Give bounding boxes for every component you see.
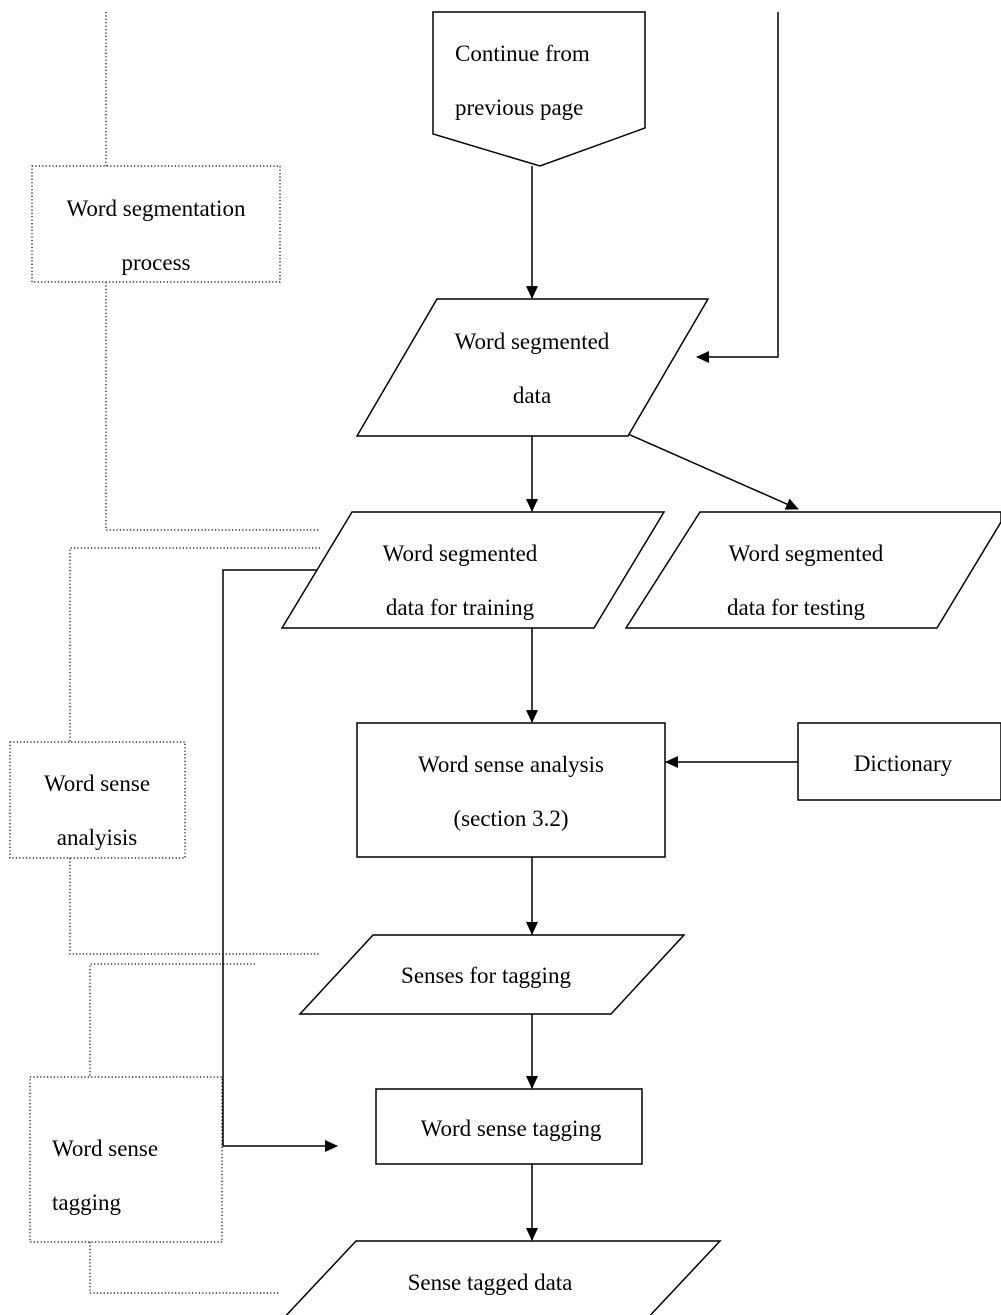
segmentation-phase-label-line2: process (122, 250, 191, 275)
connectors (222, 12, 799, 1241)
sense-tagged-data-label: Sense tagged data (408, 1270, 573, 1295)
continue-from-previous-page-connector: Continue from previous page (432, 11, 646, 167)
arrow-external-to-segmented (696, 12, 779, 363)
segmented-data-label-line2: data (513, 383, 551, 408)
training-data-label-line2: data for training (386, 595, 535, 620)
tagging-guide-top (89, 963, 255, 1077)
tagging-process-label: Word sense tagging (421, 1116, 602, 1141)
sense-tagged-data-node: Sense tagged data (285, 1240, 722, 1315)
analysis-process-label-line2: (section 3.2) (454, 806, 569, 831)
word-sense-analysis-process: Word sense analysis (section 3.2) (356, 722, 666, 858)
tagging-phase-label-line1: Word sense (52, 1136, 158, 1161)
senses-for-tagging-node: Senses for tagging (298, 934, 686, 1015)
segmentation-guide-bottom (105, 282, 320, 531)
analysis-guide-bottom (69, 858, 320, 955)
continue-label-line1: Continue from (455, 41, 590, 66)
tagging-guide-bottom (89, 1242, 280, 1294)
analysis-phase-label-line1: Word sense (44, 771, 150, 796)
testing-data-node: Word segmented data for testing (624, 511, 1001, 629)
arrow-training-bypass-to-tagging (222, 569, 338, 1152)
analysis-phase-label-line2: analyisis (57, 825, 138, 850)
continue-label-line2: previous page (455, 95, 583, 120)
tagging-phase-label-line2: tagging (52, 1190, 121, 1215)
segmentation-phase-label-line1: Word segmentation (67, 196, 246, 221)
senses-for-tagging-label: Senses for tagging (401, 963, 571, 988)
word-segmented-data-node: Word segmented data (355, 298, 710, 437)
word-sense-tagging-process: Word sense tagging (375, 1088, 643, 1165)
dictionary-label: Dictionary (854, 751, 953, 776)
dictionary-node: Dictionary (797, 722, 1001, 801)
segmented-data-label-line1: Word segmented (455, 329, 610, 354)
testing-data-label-line1: Word segmented (729, 541, 884, 566)
analysis-guide-top (69, 547, 320, 742)
phase-guides (69, 12, 320, 1294)
tagging-phase-box: Word sense tagging (29, 1076, 223, 1243)
analysis-phase-box: Word sense analyisis (9, 741, 186, 859)
training-data-label-line1: Word segmented (383, 541, 538, 566)
analysis-process-label-line1: Word sense analysis (418, 752, 604, 777)
testing-data-label-line2: data for testing (727, 595, 865, 620)
segmentation-phase-box: Word segmentation process (31, 165, 281, 283)
training-data-node: Word segmented data for training (280, 511, 666, 629)
arrow-segmented-to-testing (627, 433, 799, 510)
